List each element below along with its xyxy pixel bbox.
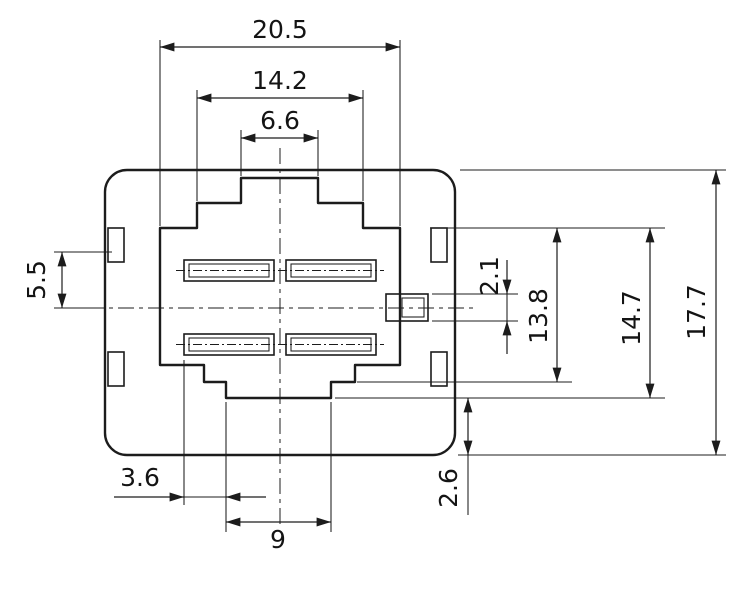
dimension-lines — [57, 42, 721, 527]
dim-label-flange-height: 2.6 — [434, 468, 463, 508]
dim-label-step-height: 14.7 — [617, 290, 646, 346]
dim-label-slot-offset: 5.5 — [22, 260, 51, 300]
terminal-slot — [278, 259, 384, 282]
terminal-slot — [278, 333, 384, 356]
connector-shroud-outline — [158, 176, 402, 400]
terminal-slots — [176, 259, 384, 356]
dim-label-step-width: 14.2 — [252, 66, 308, 95]
left-latch-tab-bottom — [107, 351, 125, 387]
dim-label-key-width: 6.6 — [260, 106, 300, 135]
extension-lines — [54, 40, 726, 532]
dim-label-bottom-key-width: 9 — [270, 525, 286, 554]
right-latch-tab-top — [430, 227, 448, 263]
dimension-labels: 20.5 14.2 6.6 5.5 2.1 13.8 14.7 17.7 3.6… — [22, 15, 711, 554]
terminal-slot — [176, 333, 282, 356]
dim-label-inner-height: 13.8 — [524, 288, 553, 344]
dim-label-tab-thickness: 2.1 — [475, 256, 504, 296]
left-latch-tab-top — [107, 227, 125, 263]
center-lines — [88, 148, 478, 526]
dim-label-overall-height: 17.7 — [682, 284, 711, 340]
right-latch-tab-bottom — [430, 351, 448, 387]
dim-label-outer-width: 20.5 — [252, 15, 308, 44]
dim-label-key-offset: 3.6 — [120, 463, 160, 492]
terminal-slot — [176, 259, 282, 282]
